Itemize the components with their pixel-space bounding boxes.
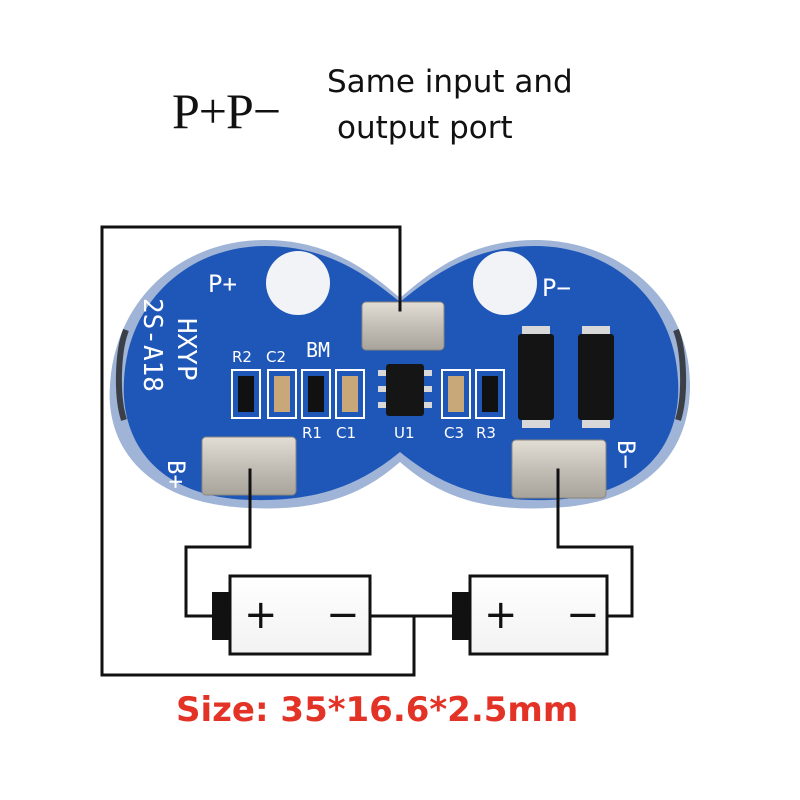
c2-label: C2 — [266, 348, 286, 366]
size-label: Size: 35*16.6*2.5mm — [176, 690, 579, 730]
r2-resistor — [231, 369, 261, 419]
r1-resistor — [301, 369, 331, 419]
battery-2: + − — [452, 574, 609, 656]
board-brand-label: HXYP — [171, 318, 201, 381]
r1-label: R1 — [302, 424, 322, 442]
board-model-label: 2S-A18 — [137, 298, 167, 392]
c3-label: C3 — [444, 424, 464, 442]
pcb-left-rim — [115, 328, 129, 421]
r2-label: R2 — [232, 348, 252, 366]
mosfet-chip-2 — [578, 326, 614, 428]
port-note-line2: output port — [337, 110, 513, 146]
r3-label: R3 — [476, 424, 496, 442]
r3-resistor — [475, 369, 505, 419]
output-loop-wire — [100, 225, 416, 677]
battery-1-plus-sign: + — [244, 592, 278, 638]
battery-2-minus-sign: − — [566, 592, 600, 638]
port-label: P+P− — [172, 83, 281, 139]
p-minus-label: P− — [542, 274, 571, 302]
bm-pad — [361, 301, 445, 351]
c1-label: C1 — [336, 424, 356, 442]
p-plus-solder-pad — [266, 251, 330, 315]
u1-label: U1 — [394, 424, 415, 442]
c1-capacitor — [335, 369, 365, 419]
mosfet-chip-1 — [518, 326, 554, 428]
p-minus-solder-pad — [473, 251, 537, 315]
b-minus-label: B− — [612, 440, 640, 469]
c3-capacitor — [441, 369, 471, 419]
battery-1: + − — [212, 574, 372, 656]
p-plus-label: P+ — [208, 270, 237, 298]
battery-1-minus-sign: − — [326, 592, 360, 638]
c2-capacitor — [267, 369, 297, 419]
battery-2-plus-sign: + — [484, 592, 518, 638]
port-note-line1: Same input and — [327, 64, 573, 100]
pcb-right-rim — [673, 328, 687, 421]
b-plus-label: B+ — [162, 460, 190, 489]
b-plus-wire — [184, 468, 252, 618]
b-minus-wire — [556, 468, 634, 618]
wiring — [100, 225, 634, 677]
bm-label: BM — [306, 338, 330, 362]
u1-chip — [378, 364, 432, 416]
